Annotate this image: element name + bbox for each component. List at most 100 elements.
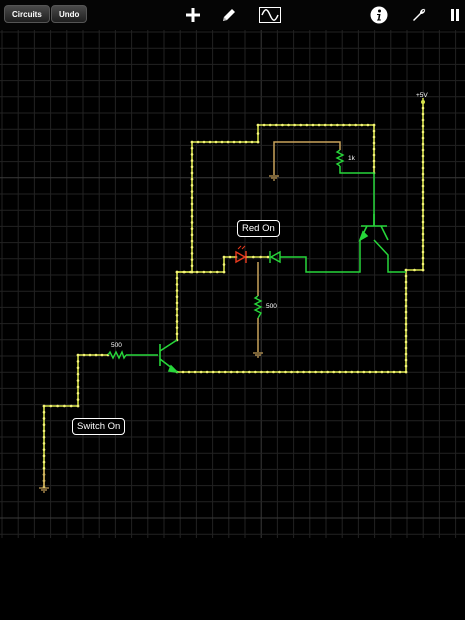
switch-on-label[interactable]: Switch On (72, 418, 126, 435)
waveform-icon[interactable] (258, 4, 282, 26)
current-dot (76, 360, 80, 363)
current-dot (226, 140, 230, 144)
current-dot (266, 255, 270, 259)
current-dot (372, 147, 376, 151)
current-dot (421, 124, 425, 128)
current-dot (421, 208, 425, 212)
toolbar: Circuits Undo (0, 0, 465, 30)
resistor-500-base[interactable] (107, 350, 127, 360)
current-dot (314, 370, 317, 374)
bottom-blank-area (0, 538, 465, 620)
current-dot (421, 226, 425, 230)
current-dot (404, 358, 408, 362)
pencil-icon[interactable] (218, 4, 240, 26)
current-dot (49, 404, 53, 408)
current-dot (215, 270, 219, 274)
current-dot (374, 370, 378, 374)
current-dot (199, 370, 203, 374)
current-dot (348, 123, 351, 127)
current-dot (76, 385, 80, 389)
current-dot (421, 262, 425, 266)
current-dot (189, 270, 192, 274)
led-green[interactable] (269, 250, 281, 264)
current-dot (232, 140, 236, 144)
current-dot (404, 304, 408, 308)
current-dot (76, 366, 80, 370)
vcc-source[interactable] (421, 98, 425, 104)
current-dot (404, 364, 408, 368)
current-dot (421, 268, 425, 272)
current-dot (338, 370, 342, 374)
current-dot (392, 370, 396, 374)
led-red[interactable] (235, 245, 247, 264)
current-dot (293, 123, 296, 127)
current-dot (272, 370, 275, 374)
resistor-1k[interactable] (335, 149, 345, 167)
current-dot (296, 370, 299, 374)
current-dot (190, 214, 194, 218)
current-dot (386, 370, 390, 374)
current-dot (175, 301, 179, 305)
transistor-left[interactable] (159, 339, 180, 374)
current-dot (404, 268, 408, 272)
current-dot (42, 410, 46, 414)
current-dot (175, 326, 179, 329)
current-dot (190, 221, 194, 224)
current-dot (404, 328, 408, 332)
wrench-icon[interactable] (408, 4, 430, 26)
current-dot (94, 353, 98, 357)
current-dot (193, 370, 197, 374)
current-dot (421, 148, 425, 152)
current-dot (404, 292, 408, 296)
current-dot (287, 123, 290, 127)
current-dot (190, 140, 194, 144)
current-dot (284, 370, 287, 374)
current-dot (76, 391, 80, 395)
current-dot (175, 295, 179, 299)
wire-led-out (280, 240, 361, 273)
pause-icon[interactable] (444, 4, 465, 26)
current-dot (222, 270, 226, 274)
current-dot (175, 270, 179, 274)
current-dot (202, 270, 206, 274)
circuit-canvas[interactable] (0, 30, 465, 538)
current-dot (308, 370, 311, 374)
current-dot (175, 313, 179, 317)
red-on-label[interactable]: Red On (237, 220, 280, 237)
current-dot (421, 184, 425, 188)
current-dot (404, 322, 408, 326)
resistor-500-mid[interactable] (253, 295, 263, 319)
current-dot (190, 153, 194, 156)
current-dot (259, 255, 262, 259)
current-dot (266, 370, 269, 374)
transistor-right[interactable] (358, 214, 389, 242)
undo-button[interactable]: Undo (51, 5, 88, 23)
current-dot (323, 123, 327, 127)
current-dots (42, 100, 425, 489)
current-dot (421, 118, 425, 122)
current-dot (421, 106, 425, 110)
current-dot (190, 208, 194, 212)
plus-icon[interactable] (182, 4, 204, 26)
current-dot (260, 370, 263, 374)
current-dot (182, 270, 186, 274)
circuits-button[interactable]: Circuits (4, 5, 50, 23)
wire-right-emitter (373, 239, 406, 273)
current-dot (190, 190, 194, 193)
current-dot (209, 270, 212, 274)
current-dot (202, 140, 206, 144)
current-dot (372, 165, 376, 169)
current-dot (229, 370, 233, 374)
current-dot (88, 353, 92, 357)
current-dot (42, 442, 46, 445)
info-icon[interactable] (368, 4, 390, 26)
current-dot (380, 370, 384, 374)
current-dot (241, 370, 245, 374)
current-dot (82, 353, 86, 357)
current-dot (404, 346, 408, 350)
current-dot (190, 202, 194, 206)
current-dot (175, 283, 179, 286)
current-dot (190, 146, 194, 150)
resistor-base-label: 500 (111, 342, 122, 349)
current-dot (372, 159, 376, 163)
